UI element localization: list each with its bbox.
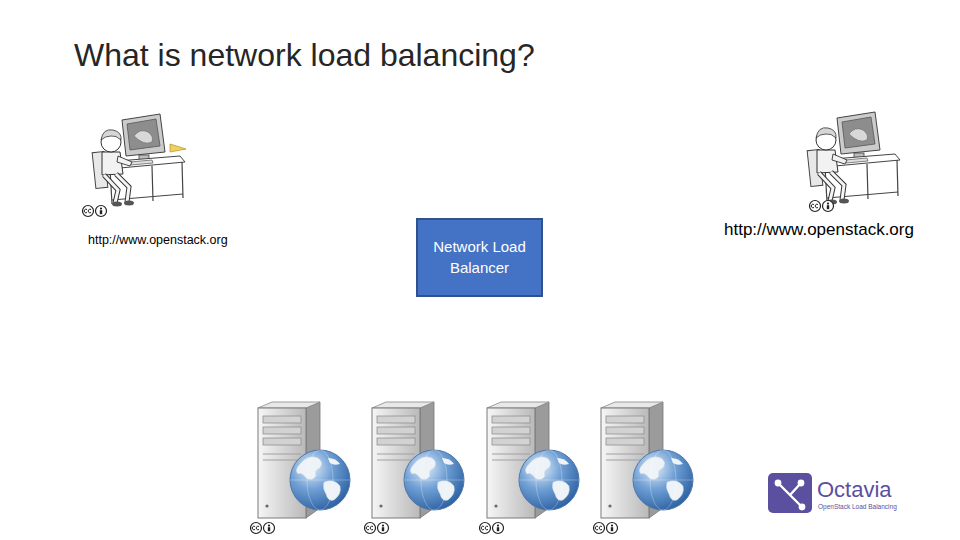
license-icon	[83, 206, 107, 217]
slide-title: What is network load balancing?	[74, 36, 535, 74]
logo-icon	[799, 504, 806, 511]
web-server	[487, 402, 579, 518]
logo-icon	[798, 480, 805, 487]
url-text: http://www.openstack.org	[724, 220, 914, 240]
logo-tagline: OpenStack Load Balancing	[818, 503, 897, 511]
web-server	[258, 402, 350, 518]
license-icon	[810, 201, 834, 212]
logo-icon	[775, 480, 782, 487]
license-icon	[251, 523, 275, 534]
logo-square	[768, 473, 812, 513]
url-text: http://www.openstack.org	[88, 233, 228, 248]
logo-mark	[768, 473, 812, 513]
arrow-tip	[170, 144, 186, 152]
user-computer	[807, 112, 900, 205]
license-icon	[594, 523, 618, 534]
user-computer	[92, 114, 185, 207]
logo-name: Octavia	[817, 477, 892, 503]
box-label: Network Load Balancer	[432, 237, 527, 278]
web-server	[372, 402, 464, 518]
web-server	[601, 402, 693, 518]
license-icon	[365, 523, 389, 534]
logo-icon	[778, 483, 802, 507]
license-icon	[480, 523, 504, 534]
process-box: Network Load Balancer	[416, 218, 543, 297]
